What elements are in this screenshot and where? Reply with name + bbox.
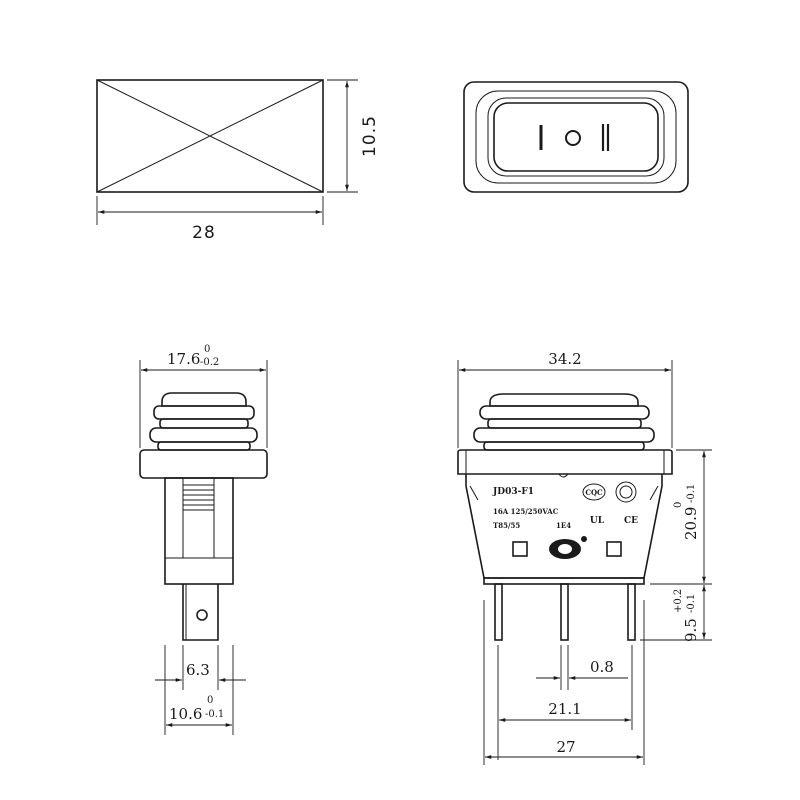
switch-side-view: 17.6 0 -0.2 6.3 10.6 0 -0.1: [139, 344, 268, 735]
switch-front-view: [463, 81, 689, 193]
terminal-window: [606, 541, 622, 557]
pin: [627, 583, 636, 641]
pin: [494, 583, 503, 641]
svg-text:0: 0: [204, 344, 210, 355]
terminal-window: [512, 541, 528, 557]
cqc-mark-icon: [582, 483, 606, 501]
terminal-width-label: 6.3: [186, 661, 210, 679]
mark-o-icon: [565, 130, 581, 146]
svg-text:-0.1: -0.1: [686, 594, 697, 613]
ce-mark-icon: CE: [624, 516, 638, 526]
body-height-label: 20.9: [682, 507, 700, 540]
overall-width-label: 27: [556, 738, 575, 756]
svg-text:0: 0: [207, 695, 213, 706]
cutout-width-label: 28: [192, 223, 216, 243]
model-text: JD03-F1: [492, 487, 534, 497]
rocker-face: [493, 102, 659, 172]
ul-mark-icon: UL: [590, 516, 605, 526]
svg-text:0: 0: [673, 502, 684, 508]
svg-text:-0.2: -0.2: [200, 357, 219, 368]
cutout-rectangle: [96, 79, 324, 193]
panel-cutout-view: 28 10.5: [96, 79, 380, 243]
base-width-label: 10.6: [169, 705, 202, 723]
main-top-width-label: 34.2: [548, 350, 581, 368]
svg-text:-0.1: -0.1: [205, 709, 224, 720]
pin-thickness-label: 0.8: [590, 658, 614, 676]
bezel-inner: [475, 90, 677, 184]
bezel-outer: [463, 81, 689, 193]
svg-text:CQC: CQC: [585, 488, 603, 497]
cutout-diagonal: [96, 79, 324, 193]
terminal-hole: [196, 609, 208, 621]
cert-seal-icon: [615, 481, 637, 503]
rating-text: 16A 125/250VAC: [493, 507, 559, 516]
switch-main-view: JD03-F1 16A 125/250VAC T85/55 1E4 CQC UL…: [457, 350, 712, 765]
rocker-ring: [487, 97, 665, 177]
cutout-height-label: 10.5: [360, 115, 380, 157]
pin-length-label: 9.5: [682, 618, 700, 642]
code-text: 1E4: [556, 521, 571, 530]
pin-pitch-label: 21.1: [548, 700, 581, 718]
svg-text:-0.1: -0.1: [686, 484, 697, 503]
temp-text: T85/55: [493, 521, 520, 530]
side-top-width-label: 17.6: [167, 350, 200, 368]
svg-text:+0.2: +0.2: [673, 589, 684, 613]
pin: [560, 583, 569, 641]
